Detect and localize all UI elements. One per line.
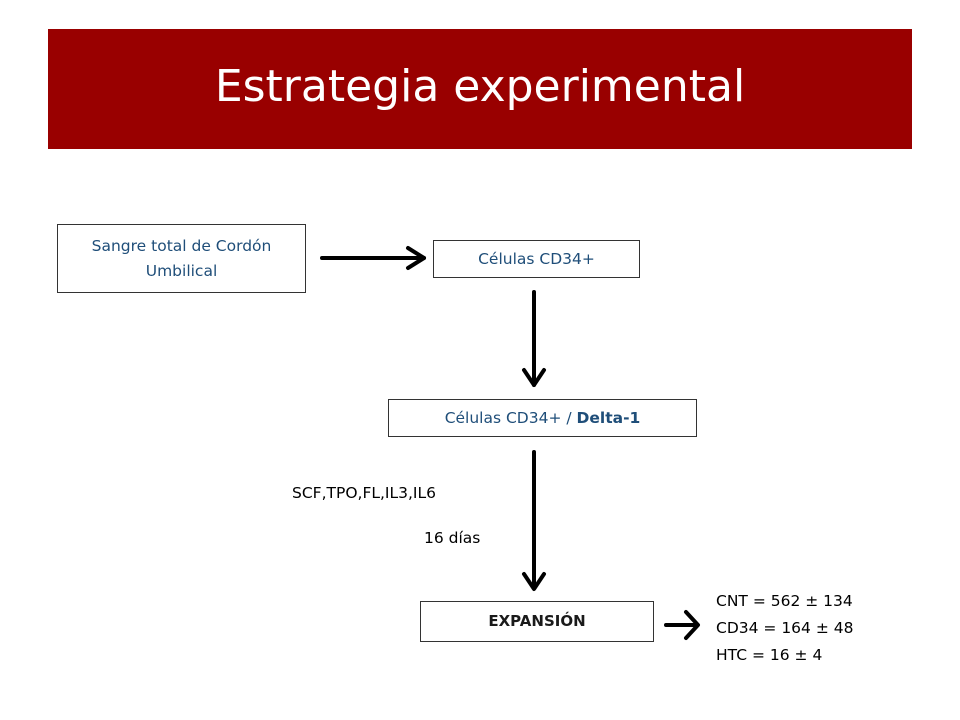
- node-expansion: EXPANSIÓN: [420, 601, 654, 642]
- arrow-delta-to-expansion: [522, 450, 546, 591]
- title-banner: Estrategia experimental: [48, 29, 912, 149]
- arrow-source-to-cd34: [320, 246, 426, 270]
- slide-title: Estrategia experimental: [214, 61, 746, 112]
- result-cnt: CNT = 562 ± 134: [716, 592, 853, 610]
- node-delta1-bold: Delta-1: [576, 408, 641, 427]
- arrow-expansion-to-results: [664, 610, 700, 640]
- result-cd34: CD34 = 164 ± 48: [716, 619, 854, 637]
- node-cd34-cells-label: Células CD34+: [478, 249, 595, 268]
- arrow-cd34-to-delta: [522, 290, 546, 387]
- duration-label: 16 días: [424, 529, 481, 547]
- results-list: CNT = 562 ± 134 CD34 = 164 ± 48 HTC = 16…: [716, 588, 853, 669]
- node-umbilical-cord-blood: Sangre total de Cordón Umbilical: [57, 224, 306, 293]
- node-umbilical-cord-blood-label: Sangre total de Cordón Umbilical: [91, 237, 272, 280]
- node-cd34-delta1-cells-label: Células CD34+ / Delta-1: [445, 406, 641, 430]
- node-cd34-delta1-cells: Células CD34+ / Delta-1: [388, 399, 697, 437]
- node-expansion-label: EXPANSIÓN: [488, 611, 586, 630]
- node-cd34-delta1-prefix: Células CD34+ /: [444, 408, 577, 427]
- result-htc: HTC = 16 ± 4: [716, 646, 823, 664]
- node-cd34-cells: Células CD34+: [433, 240, 640, 278]
- cytokines-label: SCF,TPO,FL,IL3,IL6: [292, 484, 436, 502]
